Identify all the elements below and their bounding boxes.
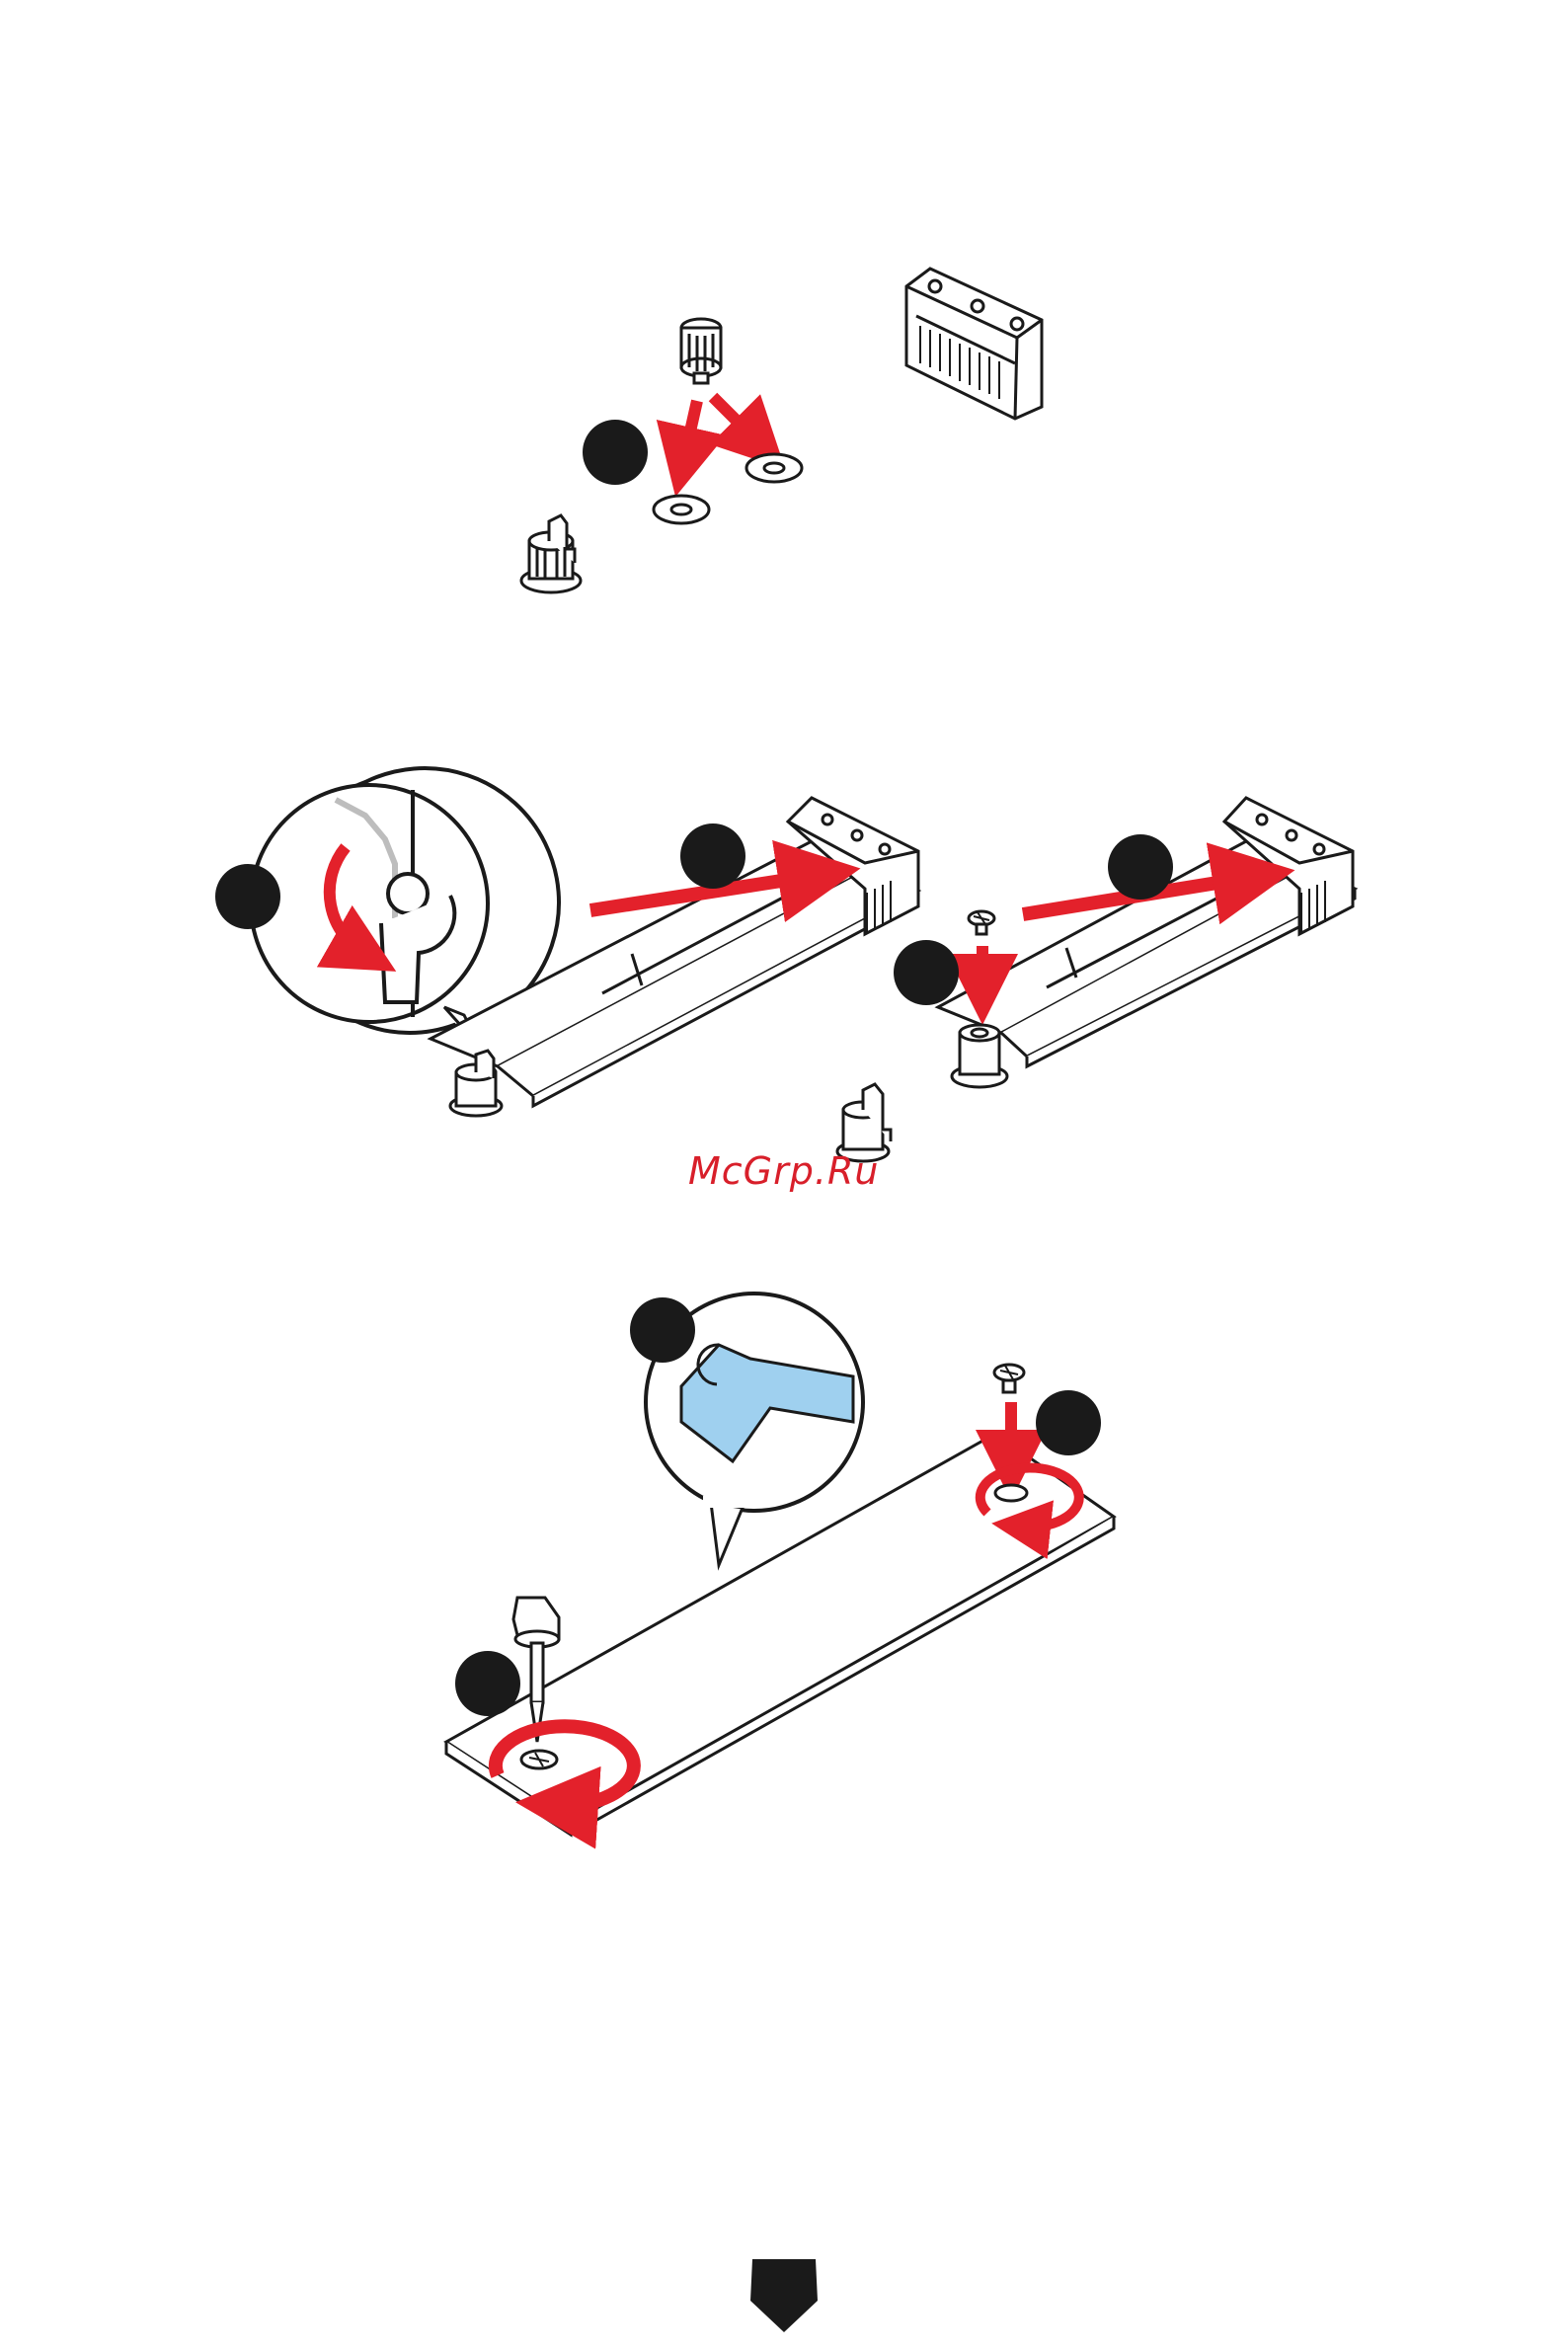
screw-icon [994, 1365, 1024, 1392]
brand-shield-icon [750, 2259, 818, 2332]
step-badge [1036, 1390, 1101, 1455]
step-badge [630, 1297, 695, 1363]
mount-hole-icon [654, 454, 802, 523]
insert-arrow-right [713, 397, 760, 444]
step-badge [215, 864, 280, 929]
insert-arrow-left [683, 401, 697, 462]
step-badge [583, 420, 648, 485]
section-ssd-insertion [215, 768, 1355, 1161]
latch-standoff-icon [521, 515, 581, 592]
section-standoff-installation [521, 269, 1042, 592]
step-badge [680, 823, 745, 889]
standoff-icon [681, 319, 721, 383]
step-badge [1108, 834, 1173, 900]
standoff-icon [952, 1025, 1007, 1087]
watermark-text: McGrp.Ru [688, 1149, 879, 1193]
latch-standoff-icon [450, 1051, 502, 1116]
screw-icon [969, 911, 994, 934]
step-badge [455, 1651, 520, 1716]
step-badge [894, 940, 959, 1005]
section-ssd-screw-fastening [446, 1294, 1114, 1835]
m2-slot-icon [906, 269, 1042, 419]
